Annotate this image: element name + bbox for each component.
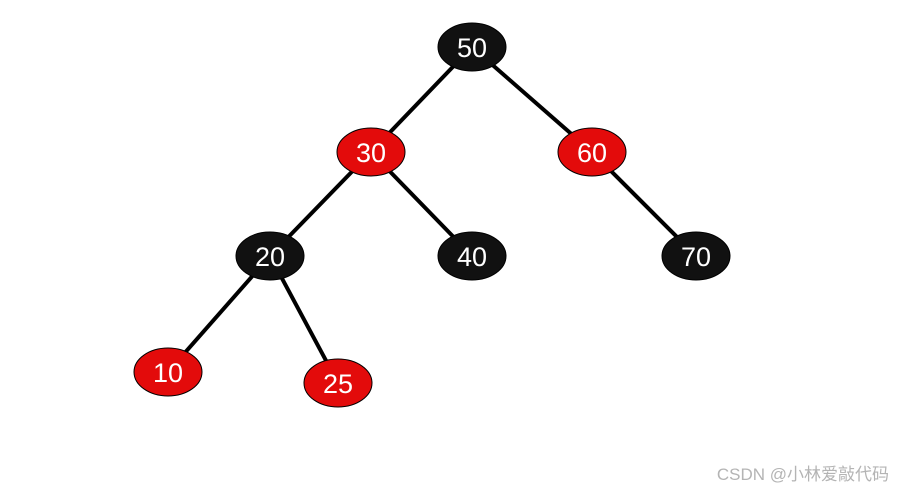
node-label: 60	[577, 138, 607, 168]
nodes-layer: 50 30 60 20 40 70 10 25	[133, 22, 731, 408]
node-label: 20	[255, 242, 285, 272]
edge-50-30	[387, 64, 456, 135]
node-ellipse-black	[661, 231, 731, 281]
node-ellipse-black	[437, 231, 507, 281]
node-ellipse-red	[133, 347, 203, 397]
tree-node-10: 10	[133, 347, 203, 397]
edge-30-20	[286, 168, 355, 240]
node-ellipse-red	[557, 127, 627, 177]
node-label: 70	[681, 242, 711, 272]
node-ellipse-black	[437, 22, 507, 72]
node-ellipse-black	[235, 231, 305, 281]
edge-60-70	[608, 168, 680, 240]
tree-node-60: 60	[557, 127, 627, 177]
tree-node-70: 70	[661, 231, 731, 281]
node-label: 25	[323, 369, 353, 399]
edge-20-25	[279, 275, 329, 364]
edge-20-10	[183, 273, 255, 355]
edges-layer	[183, 62, 680, 364]
edge-50-60	[490, 62, 574, 137]
node-label: 50	[457, 33, 487, 63]
tree-node-25: 25	[303, 358, 373, 408]
node-label: 30	[356, 138, 386, 168]
tree-node-30: 30	[336, 127, 406, 177]
edge-30-40	[387, 168, 456, 240]
node-label: 10	[153, 358, 183, 388]
tree-node-50: 50	[437, 22, 507, 72]
node-ellipse-red	[303, 358, 373, 408]
tree-node-20: 20	[235, 231, 305, 281]
node-label: 40	[457, 242, 487, 272]
tree-node-40: 40	[437, 231, 507, 281]
csdn-watermark: CSDN @小林爱敲代码	[716, 465, 889, 484]
node-ellipse-red	[336, 127, 406, 177]
